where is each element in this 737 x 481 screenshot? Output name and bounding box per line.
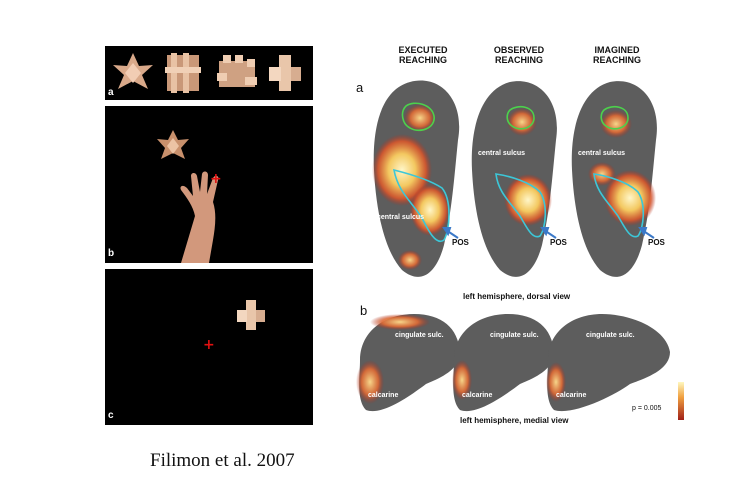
panel-c-label: c (108, 410, 114, 421)
dorsal-view-caption: left hemisphere, dorsal view (463, 292, 571, 301)
star-object-icon (157, 130, 189, 159)
dorsal-brain-observed (471, 81, 557, 277)
medial-brain-3 (546, 314, 670, 412)
medial-brain-2 (452, 314, 554, 412)
sulcus-label-central: central sulcus (578, 150, 626, 157)
panel-a-label: a (108, 87, 114, 98)
brain-activation-figure (356, 80, 684, 420)
sulcus-label-central: central sulcus (377, 214, 425, 221)
sulcus-label-central: central sulcus (478, 150, 526, 157)
cross-object-icon (237, 300, 265, 330)
cube-puzzle-icon (165, 53, 201, 93)
sulcus-label-calcarine: calcarine (462, 392, 493, 399)
subpanel-a-letter: a (356, 80, 364, 95)
fixation-cross: + (210, 171, 222, 187)
panel-b-reach-scene: + b (105, 106, 313, 263)
citation: Filimon et al. 2007 (150, 450, 295, 471)
colorbar (678, 382, 684, 420)
dorsal-brain-executed (372, 80, 460, 277)
sulcus-label-calcarine: calcarine (556, 392, 587, 399)
hand-reaching-illustration (157, 130, 219, 263)
sulcus-label-cingulate: cingulate sulc. (490, 332, 539, 339)
panel-c-fixation-scene: + c (105, 269, 313, 425)
pos-label: POS (452, 238, 469, 247)
dorsal-brain-imagined (571, 81, 657, 277)
pos-label: POS (648, 238, 665, 247)
pvalue-label: p = 0.005 (632, 405, 662, 412)
cross-puzzle-target (237, 300, 265, 330)
pos-label: POS (550, 238, 567, 247)
medial-brain-1 (356, 314, 460, 412)
panel-a-objects: a (105, 46, 313, 100)
star-puzzle-icon (113, 53, 153, 89)
fixation-cross: + (203, 337, 215, 353)
sulcus-label-calcarine: calcarine (368, 392, 399, 399)
pos-arrow-icon (442, 227, 655, 239)
panel-b-label: b (108, 248, 115, 259)
cross-puzzle-icon (269, 55, 301, 91)
layered-puzzle-icon (217, 55, 257, 87)
subpanel-b-letter: b (360, 303, 368, 318)
sulcus-label-cingulate: cingulate sulc. (586, 332, 635, 339)
medial-view-caption: left hemisphere, medial view (460, 416, 569, 425)
sulcus-label-cingulate: cingulate sulc. (395, 332, 444, 339)
puzzle-objects-row (113, 53, 301, 93)
